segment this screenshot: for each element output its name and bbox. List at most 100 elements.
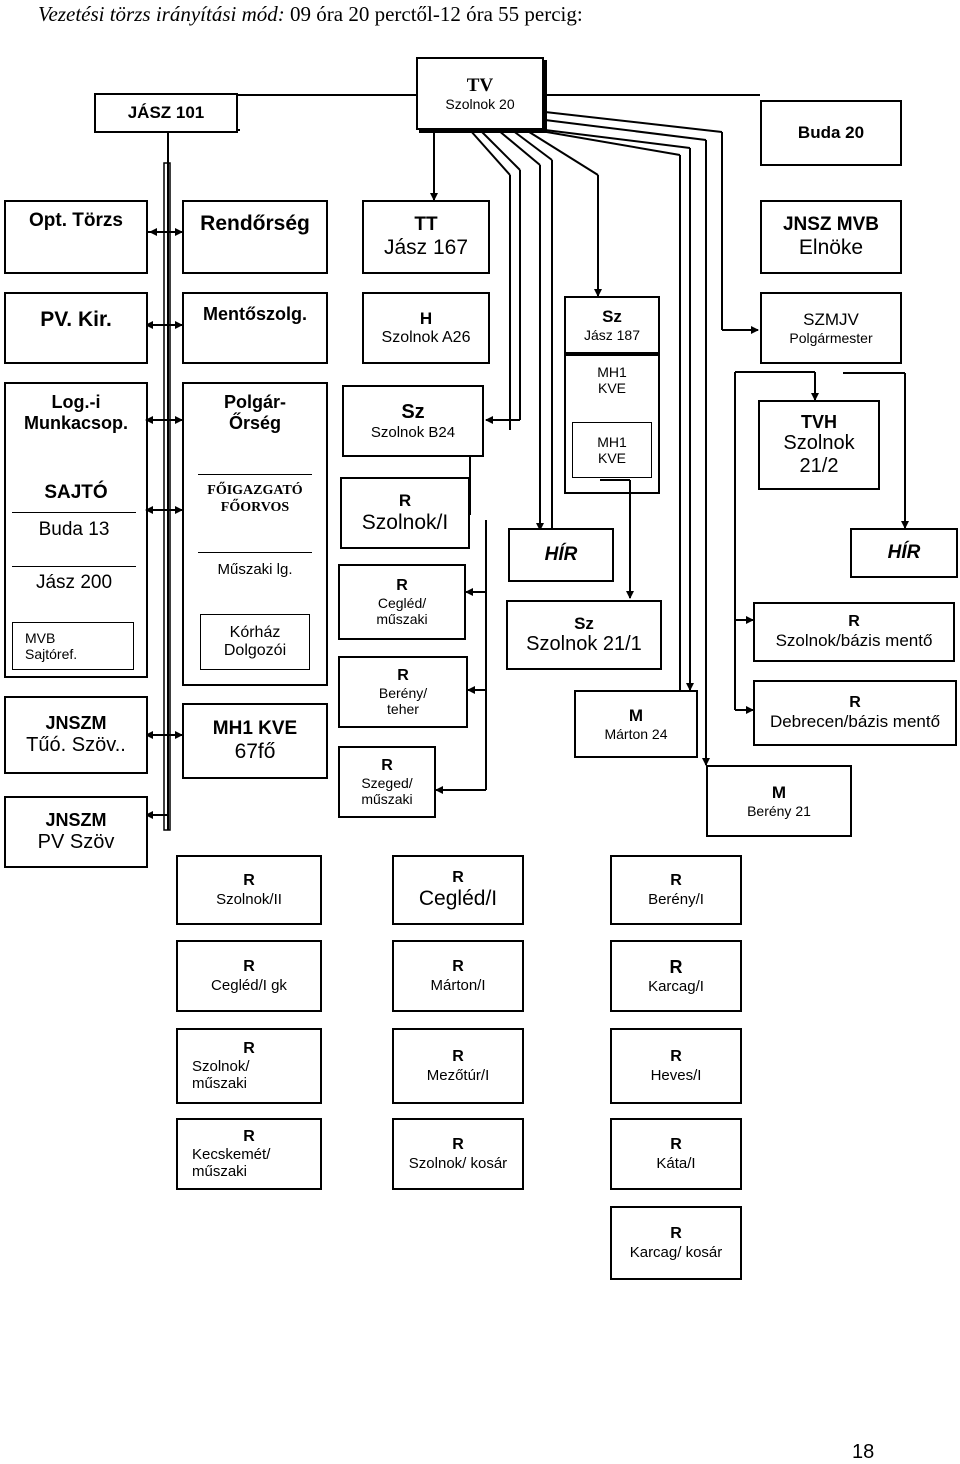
node-jnszm-pv-sub: PV Szöv	[37, 830, 115, 853]
node-r-szeged-m-l3: műszaki	[361, 791, 413, 808]
node-r-szolnok-ii: R Szolnok/II	[176, 855, 322, 925]
node-mentoszolg-title: Mentőszolg.	[203, 304, 307, 324]
node-szmjv-title: SZMJV	[803, 310, 859, 330]
node-r-karcag-i: R Karcag/I	[610, 940, 742, 1012]
node-sz-jasz-sub: Jász 187	[583, 326, 641, 343]
node-jnsz-mvb-sub: Elnöke	[798, 235, 864, 259]
node-r-db-sub: Debrecen/bázis mentő	[769, 712, 941, 732]
node-r-szolnok-i-title: R	[398, 491, 412, 511]
node-r-heves-sub: Heves/I	[650, 1066, 702, 1084]
node-hir-a-title: HÍR	[544, 544, 578, 566]
node-h-szolnok: H Szolnok A26	[362, 292, 490, 364]
node-mh1-67-title: MH1 KVE	[212, 718, 298, 739]
node-jnsz-mvb-title: JNSZ MVB	[782, 214, 880, 235]
node-r-szolnok-ii-sub: Szolnok/II	[216, 890, 282, 908]
node-sz-jasz: Sz Jász 187	[564, 296, 660, 354]
node-r-bereny-t-l2: Berény/	[378, 685, 428, 702]
node-mh1-kve-67: MH1 KVE 67fő	[182, 703, 328, 779]
node-m-bereny-sub: Berény 21	[747, 802, 811, 819]
node-h-szolnok-title: H	[419, 309, 433, 329]
node-r-cegled-gk: R Cegléd/I gk	[176, 940, 322, 1012]
node-r-mezotur: R Mezőtúr/I	[392, 1028, 524, 1104]
node-r-szeged-muszaki: R Szeged/ műszaki	[338, 746, 436, 818]
node-mh1-b-l2: KVE	[597, 450, 626, 466]
node-r-kk-title: R	[670, 1225, 682, 1243]
header-text: 09 óra 20 perctől-12 óra 55 percig:	[284, 2, 583, 26]
node-r-bereny-i: R Berény/I	[610, 855, 742, 925]
node-tvh-title: TVH	[801, 411, 837, 432]
node-r-marton-i-title: R	[452, 958, 464, 976]
node-r-cegled-i-title: R	[452, 868, 464, 886]
node-tvh: TVH Szolnok 21/2	[758, 400, 880, 490]
node-r-bereny-teher: R Berény/ teher	[338, 656, 468, 728]
node-r-mezotur-title: R	[452, 1048, 464, 1066]
node-polgar-orseg: Polgár- Őrség	[184, 392, 326, 433]
node-r-debrecen-bazis: R Debrecen/bázis mentő	[753, 680, 957, 746]
node-r-szb-sub: Szolnok/bázis mentő	[775, 631, 933, 651]
group-log-sajto	[4, 382, 148, 678]
node-sz-szolnok-21-1: Sz Szolnok 21/1	[506, 600, 662, 670]
node-m-marton: M Márton 24	[574, 690, 698, 758]
page-number: 18	[852, 1441, 875, 1463]
node-r-szolnok-bazis: R Szolnok/bázis mentő	[753, 602, 955, 662]
node-r-szeged-m-l1: R	[381, 756, 393, 774]
header-label: Vezetési törzs irányítási mód:	[38, 2, 285, 26]
node-m-marton-sub: Márton 24	[604, 725, 668, 742]
node-mvb-sajtoref: MVB Sajtóref.	[12, 622, 134, 670]
node-jasz101-title: JÁSZ 101	[127, 103, 205, 123]
node-r-cegled-i-sub: Cegléd/I	[418, 887, 498, 911]
node-r-szm-l3: műszaki	[192, 1075, 248, 1093]
node-polgar-l2: Őrség	[228, 412, 282, 433]
node-polgar-l1: Polgár-	[223, 392, 286, 412]
node-r-szeged-m-l2: Szeged/	[361, 775, 413, 792]
node-mvb-l1: MVB	[25, 629, 56, 646]
node-r-mezotur-sub: Mezőtúr/I	[426, 1066, 490, 1084]
node-log-l2: Munkacsop.	[23, 412, 129, 433]
node-r-szolnok-i: R Szolnok/I	[340, 477, 470, 549]
node-r-szm-l1: R	[243, 1039, 255, 1057]
node-pv-kir-title: PV. Kir.	[40, 308, 112, 331]
node-sz-b24: Sz Szolnok B24	[342, 385, 484, 457]
node-foigazgato-l1: FŐIGAZGATÓ	[207, 483, 303, 499]
node-r-kata: R Káta/I	[610, 1118, 742, 1190]
node-r-szm-l2: Szolnok/	[192, 1057, 250, 1075]
node-r-karcag-kosar: R Karcag/ kosár	[610, 1206, 742, 1280]
node-r-heves: R Heves/I	[610, 1028, 742, 1104]
node-r-cegled-gk-sub: Cegléd/I gk	[211, 976, 287, 994]
node-r-szolnok-i-sub: Szolnok/I	[361, 510, 449, 534]
node-mvb-l2: Sajtóref.	[25, 646, 78, 662]
node-jnszm-pv: JNSZM PV Szöv	[4, 796, 148, 868]
node-sz-21-1-sub: Szolnok 21/1	[526, 633, 642, 656]
node-r-karcag-i-title: R	[669, 957, 683, 978]
node-foigazgato-l2: FŐORVOS	[220, 499, 290, 515]
node-hir-b-title: HÍR	[887, 542, 921, 564]
node-muszaki-lg: Műszaki lg.	[198, 552, 312, 586]
node-m-marton-title: M	[628, 706, 644, 726]
node-r-bereny-i-title: R	[670, 872, 682, 890]
node-jnszm-pv-title: JNSZM	[45, 810, 107, 831]
node-tt-sub: Jász 167	[383, 235, 469, 259]
node-r-szk-sub: Szolnok/ kosár	[408, 1154, 508, 1172]
node-r-kata-sub: Káta/I	[656, 1154, 696, 1172]
node-jasz200: Jász 200	[12, 566, 136, 598]
node-hir-b: HÍR	[850, 528, 958, 578]
node-tv-title: TV	[466, 74, 494, 96]
node-sajto-title: SAJTÓ	[44, 482, 108, 503]
node-r-cegled-i: R Cegléd/I	[392, 855, 524, 925]
node-r-cegled-muszaki: R Cegléd/ műszaki	[338, 564, 466, 640]
node-r-szk-title: R	[452, 1136, 464, 1154]
node-mh1-b-l1: MH1	[597, 433, 627, 450]
node-szmjv: SZMJV Polgármester	[760, 292, 902, 364]
node-pv-kir: PV. Kir.	[4, 292, 148, 364]
node-buda20: Buda 20	[760, 100, 902, 166]
diagram-header: Vezetési törzs irányítási mód: 09 óra 20…	[38, 2, 583, 27]
node-hir-a: HÍR	[508, 528, 614, 582]
node-r-cegled-gk-title: R	[243, 958, 255, 976]
node-m-bereny-title: M	[771, 783, 787, 803]
node-buda20-title: Buda 20	[797, 123, 865, 143]
node-tvh-l3: 21/2	[799, 455, 839, 478]
node-buda13: Buda 13	[12, 512, 136, 546]
group-polgar-orseg	[182, 382, 328, 686]
node-r-szolnok-muszaki: R Szolnok/ műszaki	[176, 1028, 322, 1104]
